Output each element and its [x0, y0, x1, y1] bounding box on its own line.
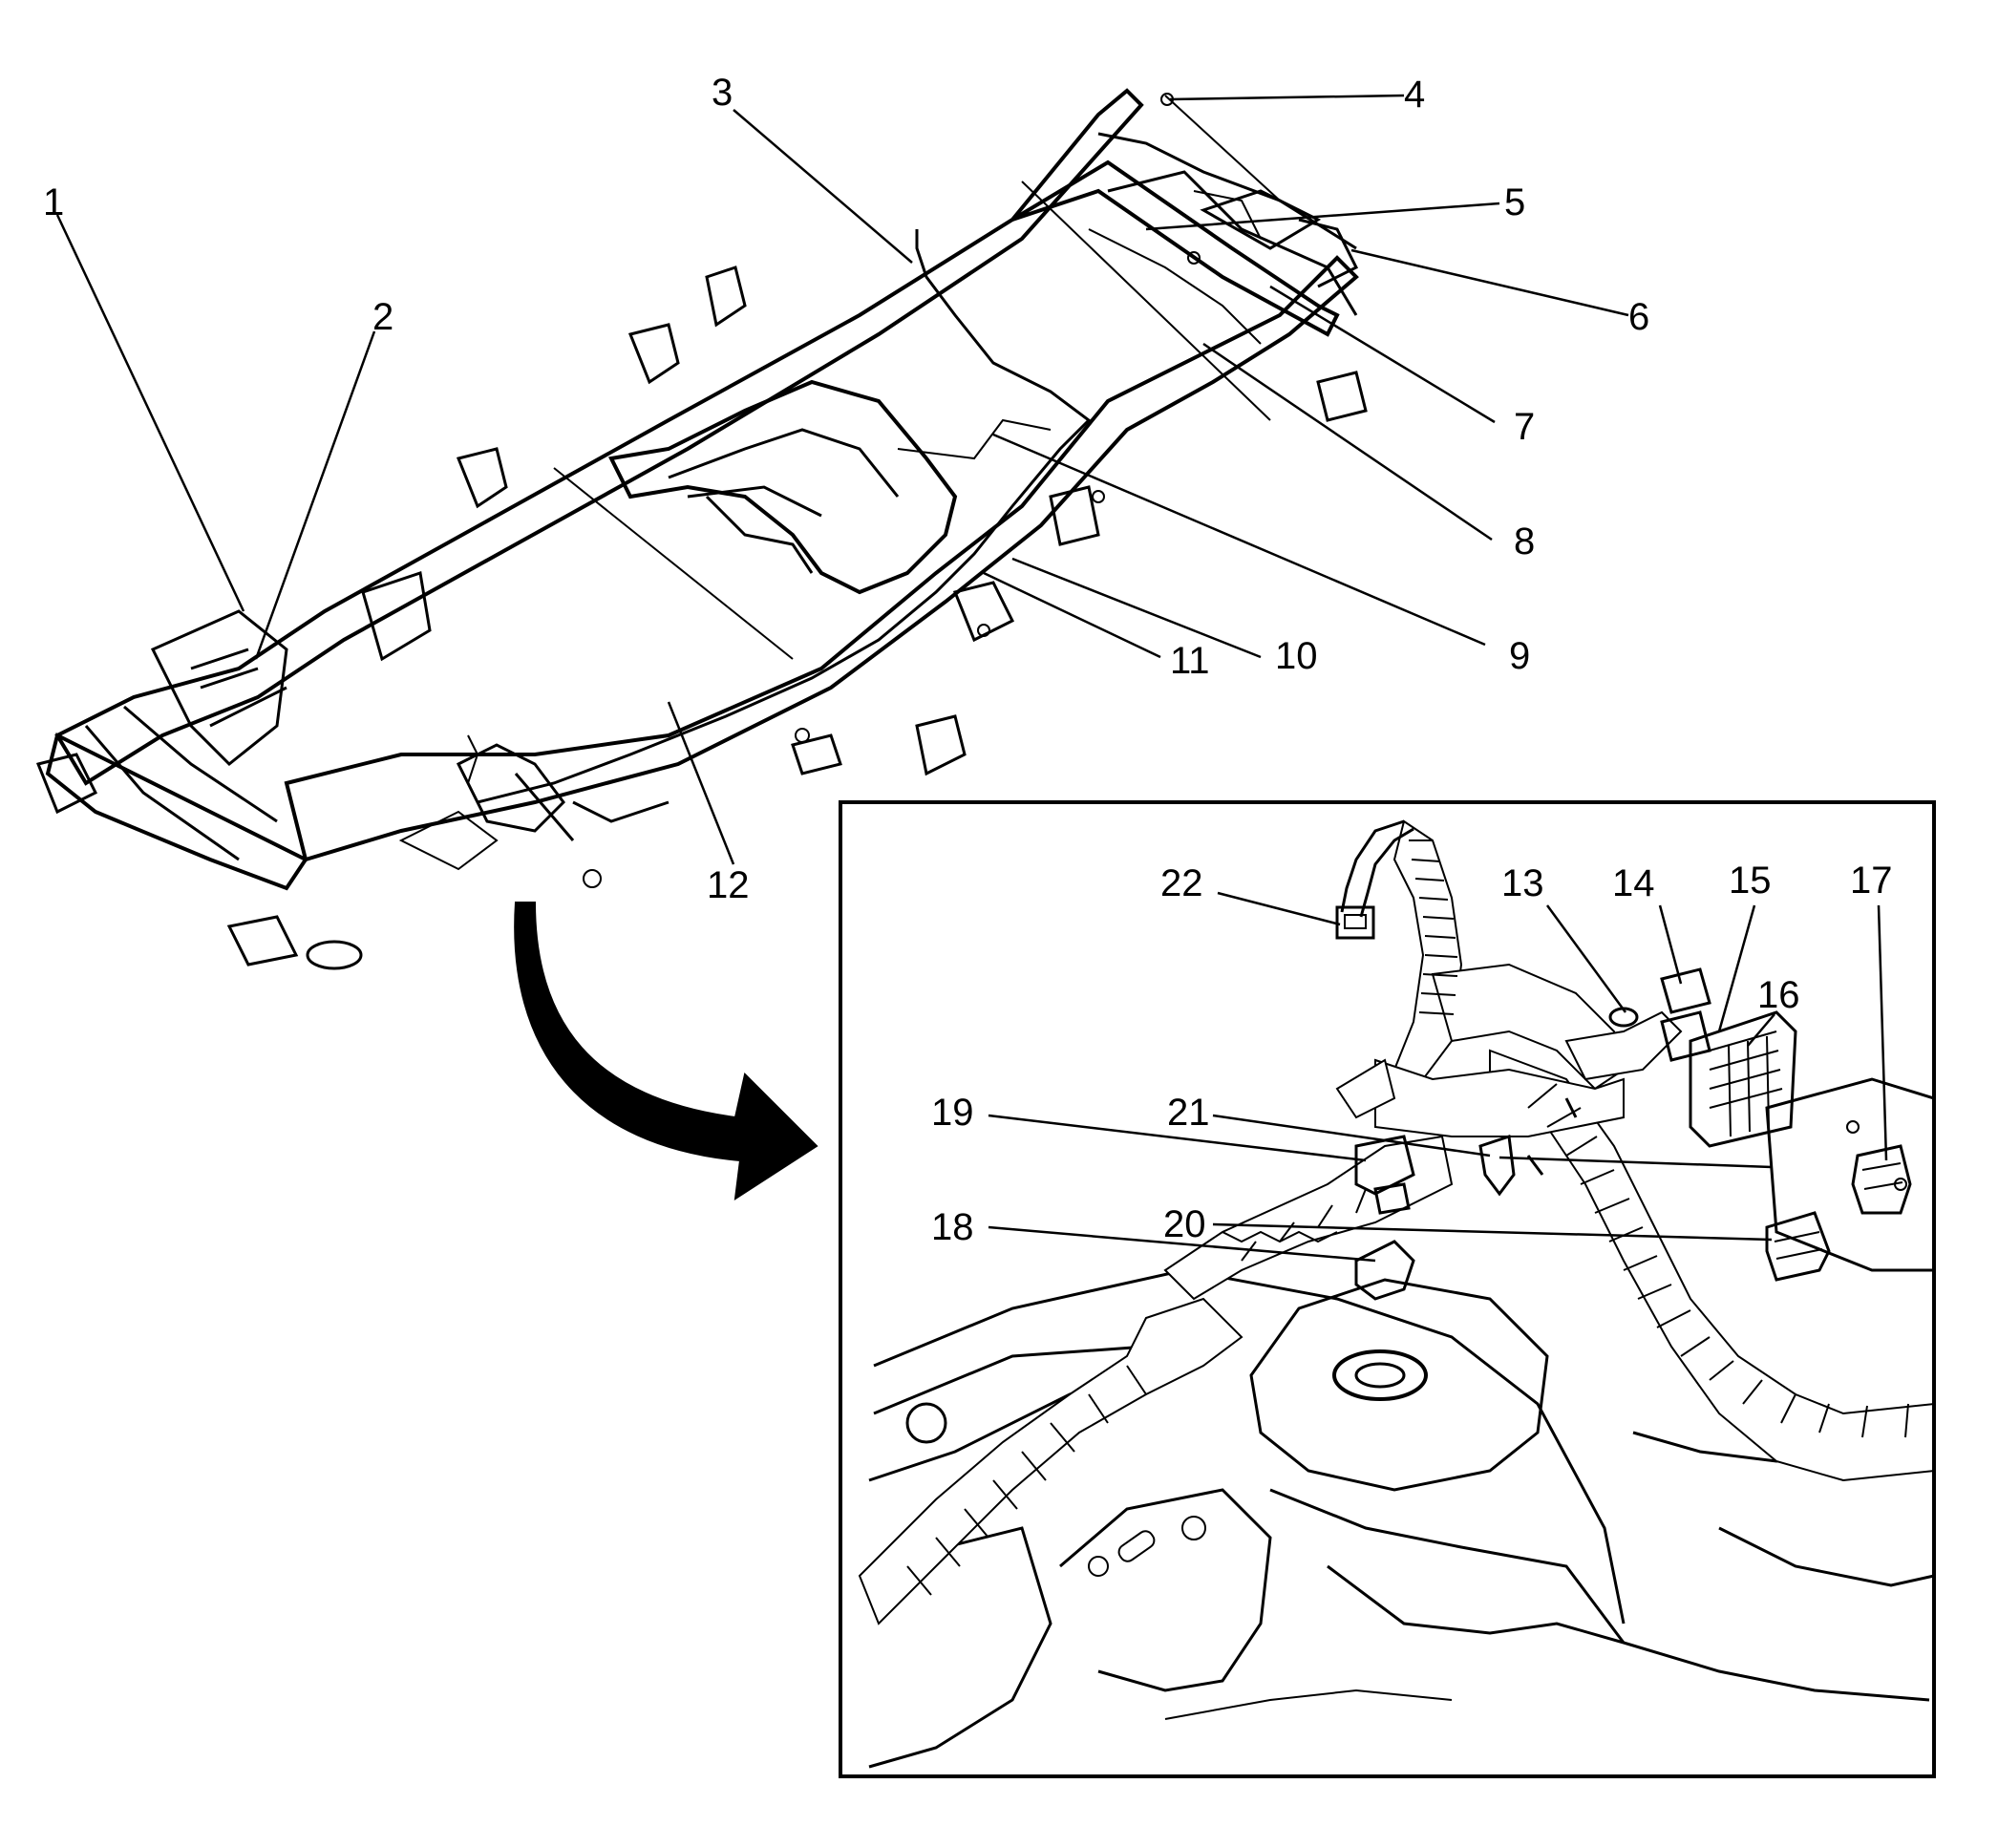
callout-7: 7: [1514, 406, 1535, 448]
callout-2: 2: [372, 296, 393, 338]
fuse-block: [1660, 1010, 1797, 1148]
callout-17: 17: [1850, 860, 1893, 902]
frame-harness: [477, 229, 1092, 804]
callout-20: 20: [1163, 1203, 1206, 1245]
vehicle-frame-overview: [35, 88, 1368, 970]
callout-22: 22: [1160, 862, 1203, 904]
callout-19: 19: [931, 1092, 974, 1134]
callout-16: 16: [1757, 974, 1800, 1016]
callout-4: 4: [1404, 74, 1425, 116]
connector-17: [1851, 1144, 1912, 1215]
callout-13: 13: [1501, 862, 1544, 904]
callout-12: 12: [707, 864, 750, 906]
callout-21: 21: [1167, 1092, 1210, 1134]
rear-crossmember: [1010, 159, 1340, 337]
overview-callouts: 1 2 3 4 5 6 7 8 9 10 11 12: [43, 72, 1649, 906]
inset-border: [839, 800, 1936, 1778]
callout-14: 14: [1612, 862, 1655, 904]
callout-9: 9: [1509, 635, 1530, 677]
left-frame-rail: [54, 88, 1144, 786]
connector-20: [1765, 1211, 1831, 1282]
callout-18: 18: [931, 1206, 974, 1248]
callout-10: 10: [1275, 635, 1318, 677]
callout-5: 5: [1504, 181, 1525, 223]
connector-19: [1354, 1135, 1415, 1215]
connector-18: [1354, 1240, 1415, 1301]
callout-6: 6: [1628, 296, 1649, 338]
callout-15: 15: [1729, 860, 1772, 902]
right-frame-rail: [284, 255, 1359, 862]
connector-14: [1660, 967, 1711, 1014]
detail-arrow: [514, 902, 818, 1201]
callout-11: 11: [1170, 640, 1210, 682]
front-crossmember: [45, 733, 308, 891]
callout-3: 3: [712, 72, 733, 114]
detail-inset: 22 13 14 15 16 17 19 21 18 20: [839, 800, 1936, 1778]
callout-1: 1: [43, 181, 64, 223]
main-harness-bundle: [858, 819, 1932, 1625]
clip-21: [1478, 1134, 1516, 1197]
callout-8: 8: [1514, 520, 1535, 563]
center-crossmember: [608, 379, 958, 595]
